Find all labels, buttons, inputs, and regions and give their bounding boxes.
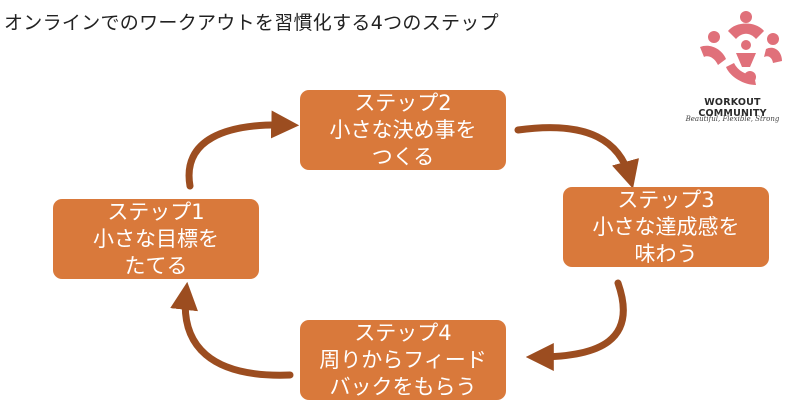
step2-text: ステップ2 小さな決め事を つくる (329, 90, 477, 169)
logo-name: WORKOUT COMMUNITY (698, 97, 767, 119)
arrow-step1-to-step2 (185, 110, 300, 190)
arrow-step4-to-step1 (170, 281, 294, 379)
step4-text: ステップ4 周りからフィード バックをもらう (319, 320, 487, 399)
step1-text: ステップ1 小さな目標を たてる (93, 199, 219, 278)
arrow-step3-to-step4 (525, 279, 627, 371)
arrow-step2-to-step3 (514, 124, 639, 189)
step3-text: ステップ3 小さな達成感を 味わう (592, 187, 740, 266)
workout-community-logo: WORKOUT COMMUNITY Beautiful, Flexible, S… (670, 5, 795, 135)
community-people-icon (700, 11, 782, 85)
logo-tagline: Beautiful, Flexible, Strong (685, 115, 780, 123)
step1-box: ステップ1 小さな目標を たてる (53, 199, 259, 279)
slide-title: オンラインでのワークアウトを習慣化する4つのステップ (4, 12, 499, 34)
step2-box: ステップ2 小さな決め事を つくる (300, 90, 506, 170)
step4-box: ステップ4 周りからフィード バックをもらう (300, 320, 506, 400)
step3-box: ステップ3 小さな達成感を 味わう (563, 187, 769, 267)
